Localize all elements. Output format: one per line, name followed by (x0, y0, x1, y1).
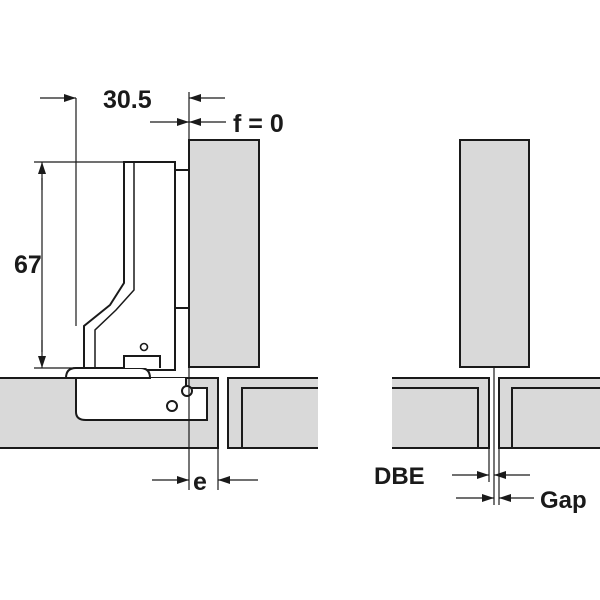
left-diagram: 30.5 f = 0 67 e (0, 86, 318, 496)
hinge-mount-plate (174, 169, 190, 309)
dim-label-e: e (193, 468, 207, 496)
dim-label-30-5: 30.5 (103, 86, 152, 114)
hinge-arm-inner-edge (94, 162, 135, 370)
dim-label-67: 67 (14, 251, 42, 279)
right-diagram: DBE Gap (374, 139, 600, 514)
cup-screw-hole-small (166, 400, 178, 412)
hinge-base (64, 367, 152, 379)
adjacent-panel-inner-line (241, 387, 318, 448)
hinge-pivot-hole (139, 342, 149, 352)
cabinet-panel-right-b-inner (511, 387, 600, 448)
hinge-arm (83, 161, 176, 371)
cup-screw-hole-large (181, 385, 193, 397)
cabinet-panel-right-a-inner (392, 387, 479, 448)
cabinet-panel-adjacent (227, 377, 318, 449)
hinge-base-cap (123, 355, 161, 368)
dim-label-f: f = 0 (233, 110, 284, 138)
door-panel (188, 139, 260, 368)
door-panel-right (459, 139, 530, 368)
dim-label-gap: Gap (540, 487, 587, 514)
dim-label-dbe: DBE (374, 463, 425, 490)
cabinet-panel-right-a (392, 377, 490, 449)
cabinet-panel-right-b (498, 377, 600, 449)
